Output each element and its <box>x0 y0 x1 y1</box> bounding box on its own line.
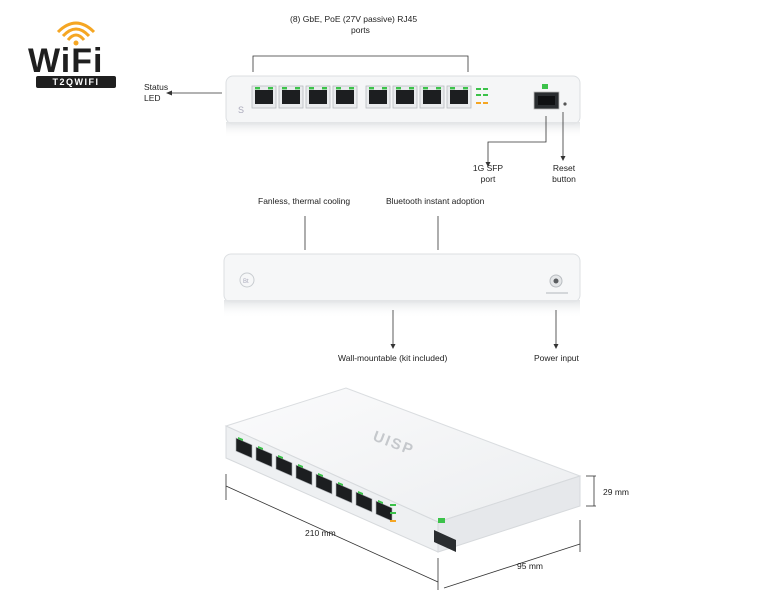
rear-view: Bt <box>223 253 581 318</box>
power-input-label: Power input <box>534 353 579 363</box>
iso-sfp-led <box>438 518 445 523</box>
port-led-cluster <box>476 88 488 104</box>
reset-label: Reset <box>552 163 576 173</box>
status-led-icon: S <box>238 105 244 115</box>
t2qwifi-logo: WiFi T2QWIFI <box>28 21 124 90</box>
iso-rj45-port <box>355 491 373 513</box>
depth-dimension-label: 95 mm <box>517 561 543 571</box>
ports-label-line2: ports <box>351 25 370 35</box>
reset-button-hole <box>563 102 567 106</box>
width-dimension-label: 210 mm <box>305 528 336 538</box>
bluetooth-adoption-icon <box>239 272 255 288</box>
callout-arrowheads <box>166 90 566 349</box>
iso-rj45-port <box>235 437 253 459</box>
sfp-label-line2: port <box>480 174 496 184</box>
rj45-port <box>305 85 331 109</box>
status-led-label-line2: LED <box>144 93 161 103</box>
fanless-label: Fanless, thermal cooling <box>258 196 351 206</box>
rj45-port <box>365 85 391 109</box>
height-dimension-label: 29 mm <box>603 487 629 497</box>
iso-rj45-ports <box>235 437 393 522</box>
logo-wordmark: WiFi <box>28 42 104 80</box>
iso-sfp-port <box>434 530 456 552</box>
sfp-label: 1G SFP <box>472 163 504 173</box>
rj45-port-group <box>251 85 472 109</box>
rj45-port <box>251 85 277 109</box>
iso-rj45-port <box>295 464 313 486</box>
front-view: S <box>225 75 581 138</box>
rj45-port <box>278 85 304 109</box>
bluetooth-label: Bluetooth instant adoption <box>386 196 485 206</box>
iso-rj45-port <box>315 473 333 495</box>
status-led-label: Status <box>144 82 169 92</box>
ports-label: (8) GbE, PoE (27V passive) RJ45 <box>290 14 418 24</box>
iso-rj45-port <box>255 446 273 468</box>
wifi-signal-icon <box>56 21 96 46</box>
isometric-view <box>224 387 582 553</box>
rj45-port <box>332 85 358 109</box>
wall-mount-label: Wall-mountable (kit included) <box>338 353 448 363</box>
callout-lines <box>172 55 596 590</box>
logo-badge: T2QWIFI <box>36 76 116 88</box>
rj45-port <box>446 85 472 109</box>
iso-rj45-port <box>335 482 353 504</box>
rj45-port <box>419 85 445 109</box>
reset-label-line2: button <box>552 174 576 184</box>
rj45-port <box>392 85 418 109</box>
sfp-led <box>542 84 548 89</box>
iso-rj45-port <box>275 455 293 477</box>
svg-text:Bt: Bt <box>243 279 249 285</box>
